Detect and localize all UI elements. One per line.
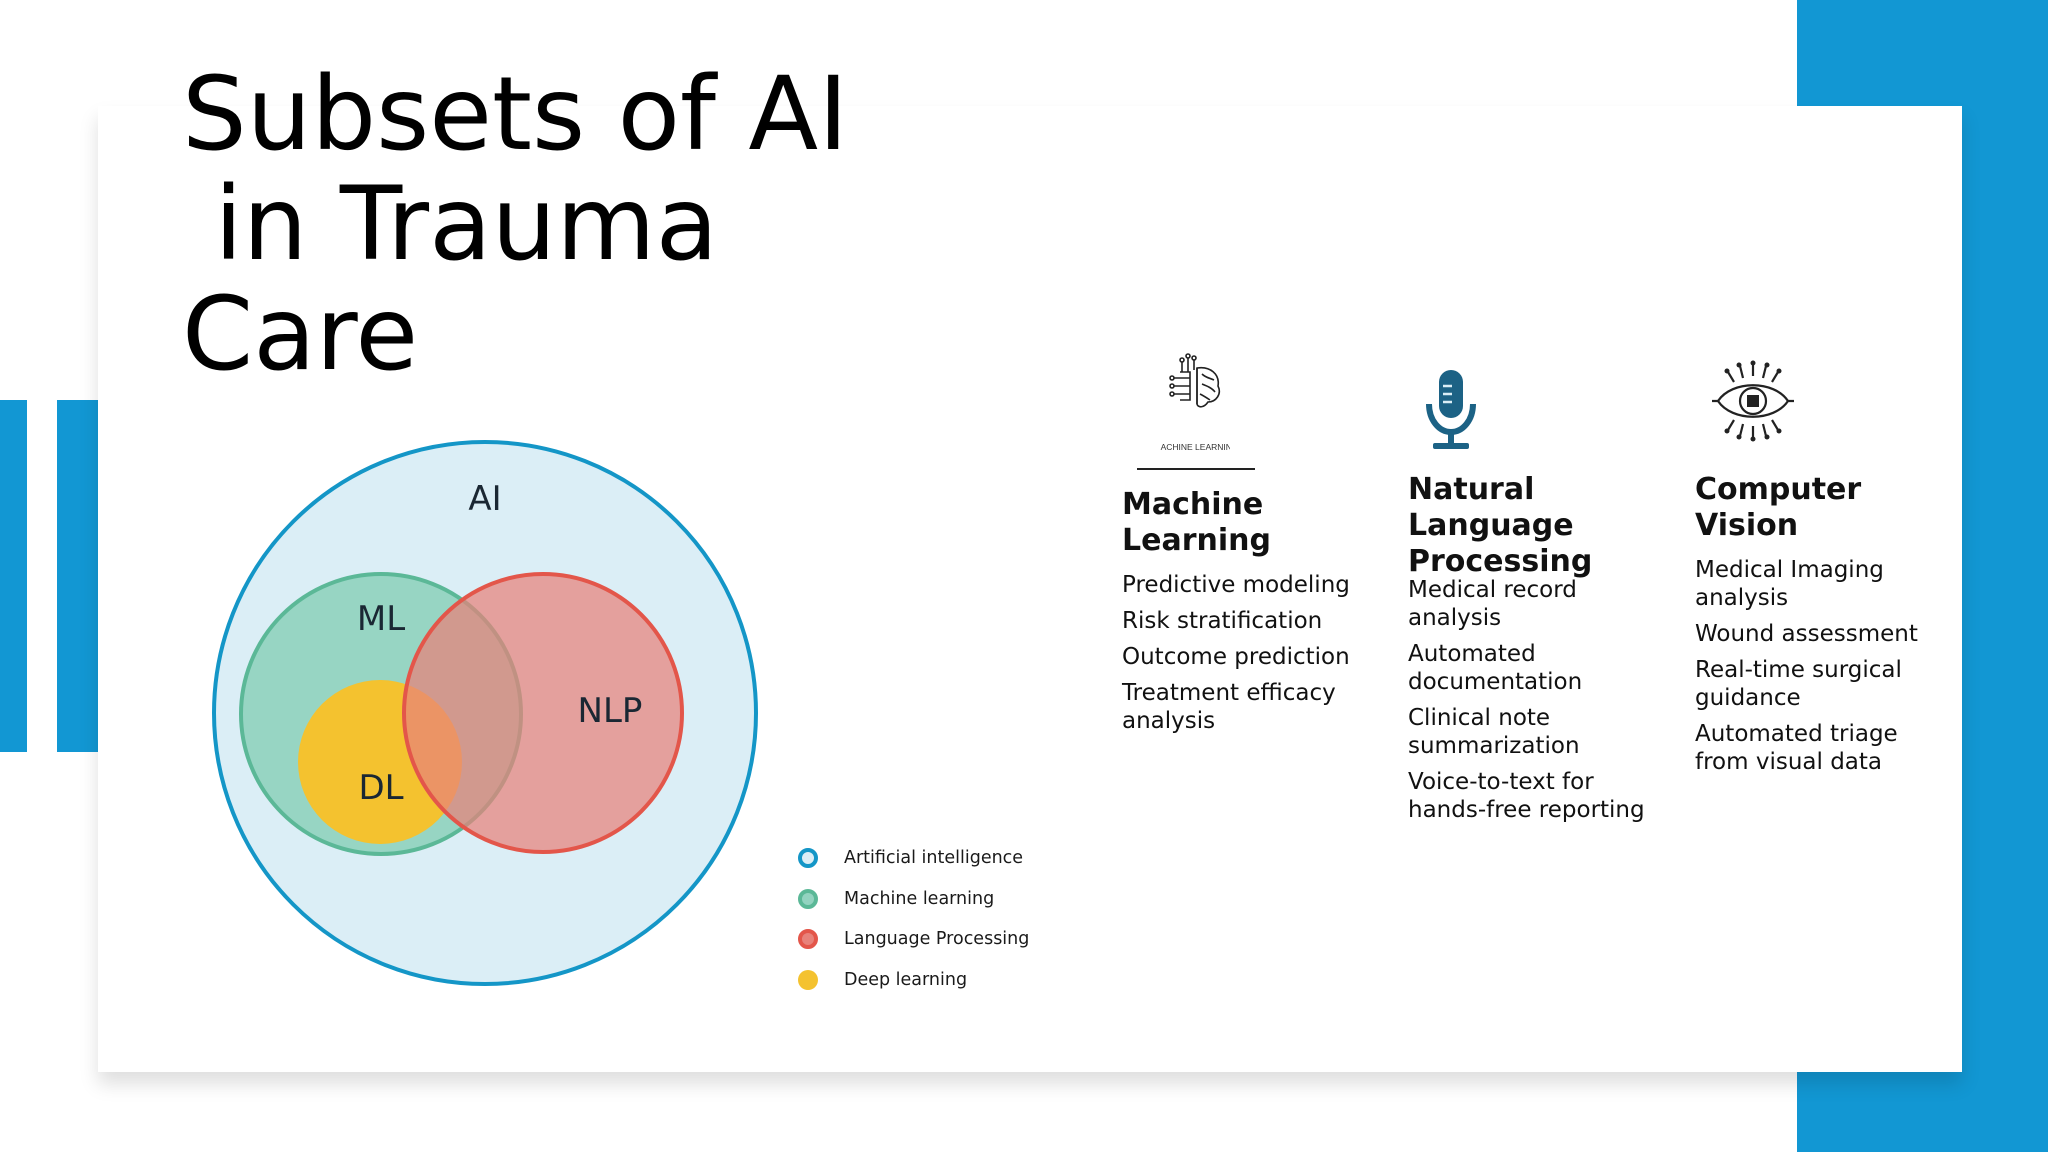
accent-bar-right <box>1960 0 2048 1152</box>
list-item: Automated documentation <box>1408 641 1583 695</box>
list-item: Risk stratification <box>1122 608 1323 634</box>
legend-label: Deep learning <box>844 969 968 990</box>
icon-caption: MACHINE LEARNING <box>1160 442 1230 452</box>
legend-swatch-ml <box>798 888 818 909</box>
accent-bar-left-outer <box>0 400 27 752</box>
nlp-circle <box>402 572 684 854</box>
column-nlp: Natural Language Processing Medical reco… <box>1408 472 1658 832</box>
legend-item: Artificial intelligence <box>798 838 1029 879</box>
slide-title: Subsets of AI in Trauma Care <box>182 55 849 394</box>
column-heading: Machine Learning <box>1122 487 1271 558</box>
list-item: Clinical note summarization <box>1408 705 1580 759</box>
list-item: Medical Imaging analysis <box>1695 557 1884 611</box>
accent-bar-bottom-right <box>1797 1068 1964 1152</box>
column-items: Medical Imaging analysis Wound assessmen… <box>1695 556 1945 776</box>
venn-label-nlp: NLP <box>578 691 643 731</box>
list-item: Outcome prediction <box>1122 644 1350 670</box>
microphone-icon <box>1426 370 1476 449</box>
column-computer-vision: Computer Vision Medical Imaging analysis… <box>1695 472 1945 784</box>
legend-label: Artificial intelligence <box>844 848 1024 869</box>
legend-item: Language Processing <box>798 919 1029 960</box>
list-item: Medical record analysis <box>1408 577 1577 631</box>
legend-label: Language Processing <box>844 929 1030 950</box>
list-item: Automated triage from visual data <box>1695 721 1898 775</box>
legend-item: Machine learning <box>798 879 1029 920</box>
list-item: Wound assessment <box>1695 621 1918 647</box>
brain-chip-icon: MACHINE LEARNING <box>1160 353 1230 452</box>
legend-swatch-dl <box>798 969 818 990</box>
column-items: Predictive modeling Risk stratification … <box>1122 571 1372 735</box>
venn-label-ml: ML <box>357 599 405 639</box>
venn-diagram: AI ML NLP DL <box>212 440 758 986</box>
column-items: Medical record analysis Automated docume… <box>1408 576 1658 824</box>
list-item: Voice-to-text for hands-free reporting <box>1408 769 1645 823</box>
column-heading: Computer Vision <box>1695 472 1862 543</box>
accent-bar-top-right <box>1797 0 1964 110</box>
legend-swatch-ai <box>798 848 818 869</box>
list-item: Predictive modeling <box>1122 572 1350 598</box>
column-heading: Natural Language Processing <box>1408 472 1593 579</box>
venn-label-ai: AI <box>468 479 501 519</box>
column-machine-learning: Machine Learning Predictive modeling Ris… <box>1122 487 1372 743</box>
list-item: Real-time surgical guidance <box>1695 657 1902 711</box>
legend-label: Machine learning <box>844 888 995 909</box>
legend-item: Deep learning <box>798 960 1029 1001</box>
list-item: Treatment efficacy analysis <box>1122 680 1336 734</box>
legend-swatch-nlp <box>798 929 818 950</box>
accent-bar-left-inner <box>57 400 98 752</box>
eye-chip-icon <box>1712 360 1794 442</box>
venn-label-dl: DL <box>358 768 403 808</box>
icon-underline <box>1137 468 1255 470</box>
venn-legend: Artificial intelligence Machine learning… <box>798 838 1029 1000</box>
